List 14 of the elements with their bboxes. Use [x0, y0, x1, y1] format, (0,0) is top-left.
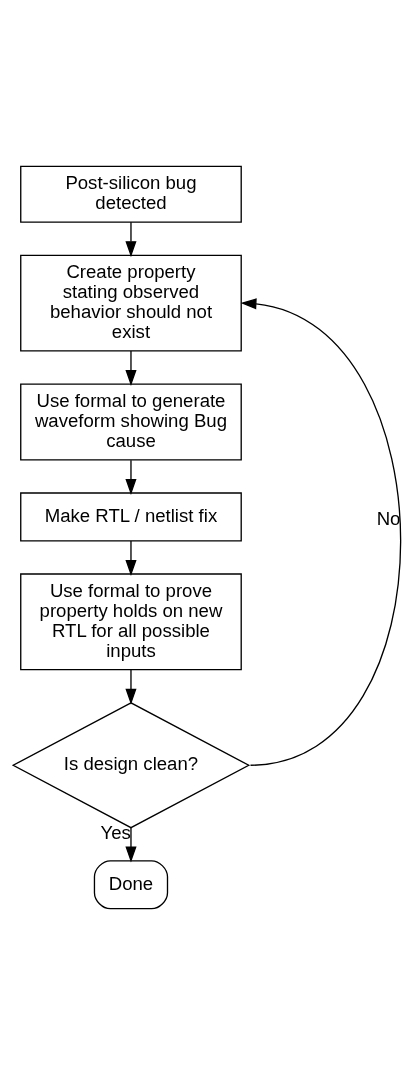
- node-box: Create property stating observed behavior should not exist: [20, 254, 242, 352]
- node-box: Use formal to prove property holds on new RTL for all possible inputs: [20, 573, 242, 671]
- arrow: [240, 298, 402, 766]
- edge-label: No: [376, 508, 401, 529]
- arrow: [125, 827, 137, 863]
- arrow: [125, 540, 137, 576]
- arrow: [125, 668, 137, 705]
- node-box: Post-silicon bug detected: [20, 165, 242, 223]
- node-box: Use formal to generate waveform showing Bug cause: [20, 383, 242, 461]
- node-box: Done: [93, 860, 169, 910]
- node-box: Make RTL / netlist fix: [20, 492, 242, 542]
- arrow: [125, 459, 137, 495]
- arrow: [125, 221, 137, 258]
- arrow: [125, 350, 137, 387]
